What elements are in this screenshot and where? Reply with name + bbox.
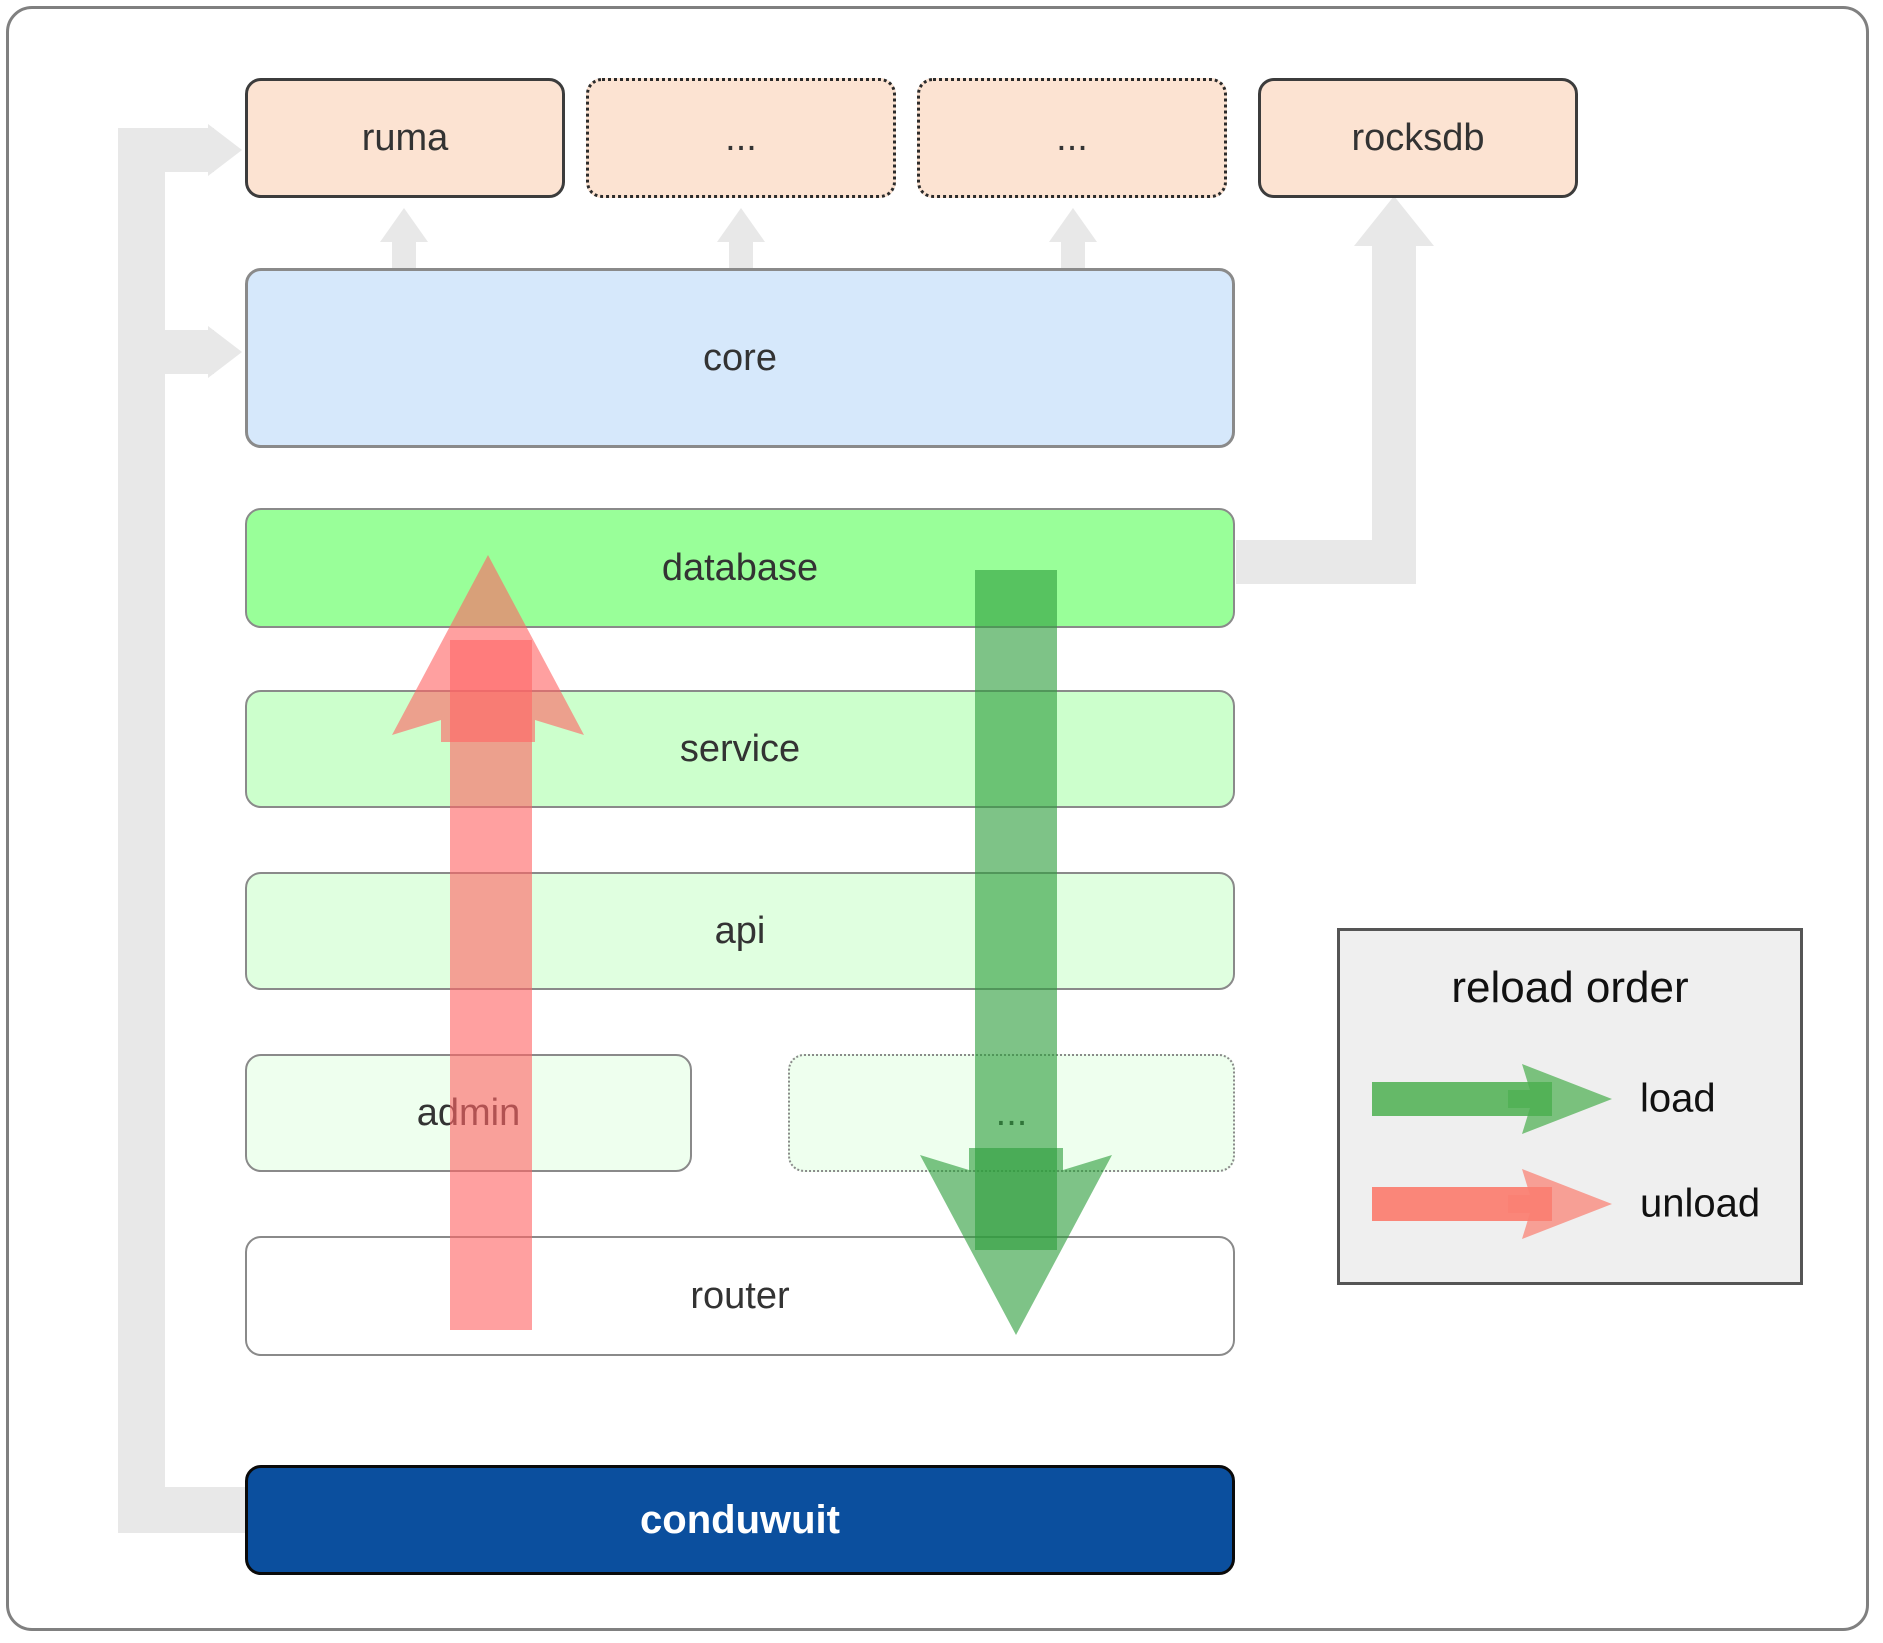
dep-node-rocksdb-label: rocksdb: [1351, 117, 1485, 159]
app-node-conduwuit[interactable]: conduwuit: [245, 1465, 1235, 1575]
layer-node-api-label: api: [714, 910, 766, 952]
legend-row-load: load: [1340, 1056, 1800, 1142]
layer-node-service-label: service: [679, 728, 801, 770]
layer-node-database[interactable]: database: [245, 508, 1235, 628]
legend-panel: reload order load unload: [1337, 928, 1803, 1285]
legend-load-label: load: [1640, 1076, 1716, 1121]
layer-node-router-label: router: [690, 1275, 790, 1317]
dep-node-ellipsis-1-label: ...: [725, 117, 757, 159]
layer-node-admin-label: admin: [416, 1092, 521, 1134]
legend-row-unload: unload: [1340, 1161, 1800, 1247]
layer-node-service[interactable]: service: [245, 690, 1235, 808]
dep-node-ellipsis-2-label: ...: [1056, 117, 1088, 159]
legend-unload-arrow-icon: [1372, 1169, 1612, 1239]
diagram-frame: [6, 6, 1869, 1631]
layer-node-ellipsis-label: ...: [995, 1092, 1028, 1134]
layer-node-ellipsis[interactable]: ...: [788, 1054, 1235, 1172]
legend-title: reload order: [1451, 963, 1689, 1012]
app-node-conduwuit-label: conduwuit: [640, 1498, 840, 1542]
core-node[interactable]: core: [245, 268, 1235, 448]
layer-node-database-label: database: [661, 547, 819, 589]
dep-node-ellipsis-1[interactable]: ...: [586, 78, 896, 198]
legend-load-arrow-icon: [1372, 1064, 1612, 1134]
dep-node-ruma-label: ruma: [361, 117, 449, 159]
dep-node-ruma[interactable]: ruma: [245, 78, 565, 198]
legend-unload-label: unload: [1640, 1181, 1761, 1226]
layer-node-admin[interactable]: admin: [245, 1054, 692, 1172]
dep-node-ellipsis-2[interactable]: ...: [917, 78, 1227, 198]
core-node-label: core: [703, 337, 777, 379]
dep-node-rocksdb[interactable]: rocksdb: [1258, 78, 1578, 198]
layer-node-api[interactable]: api: [245, 872, 1235, 990]
layer-node-router[interactable]: router: [245, 1236, 1235, 1356]
